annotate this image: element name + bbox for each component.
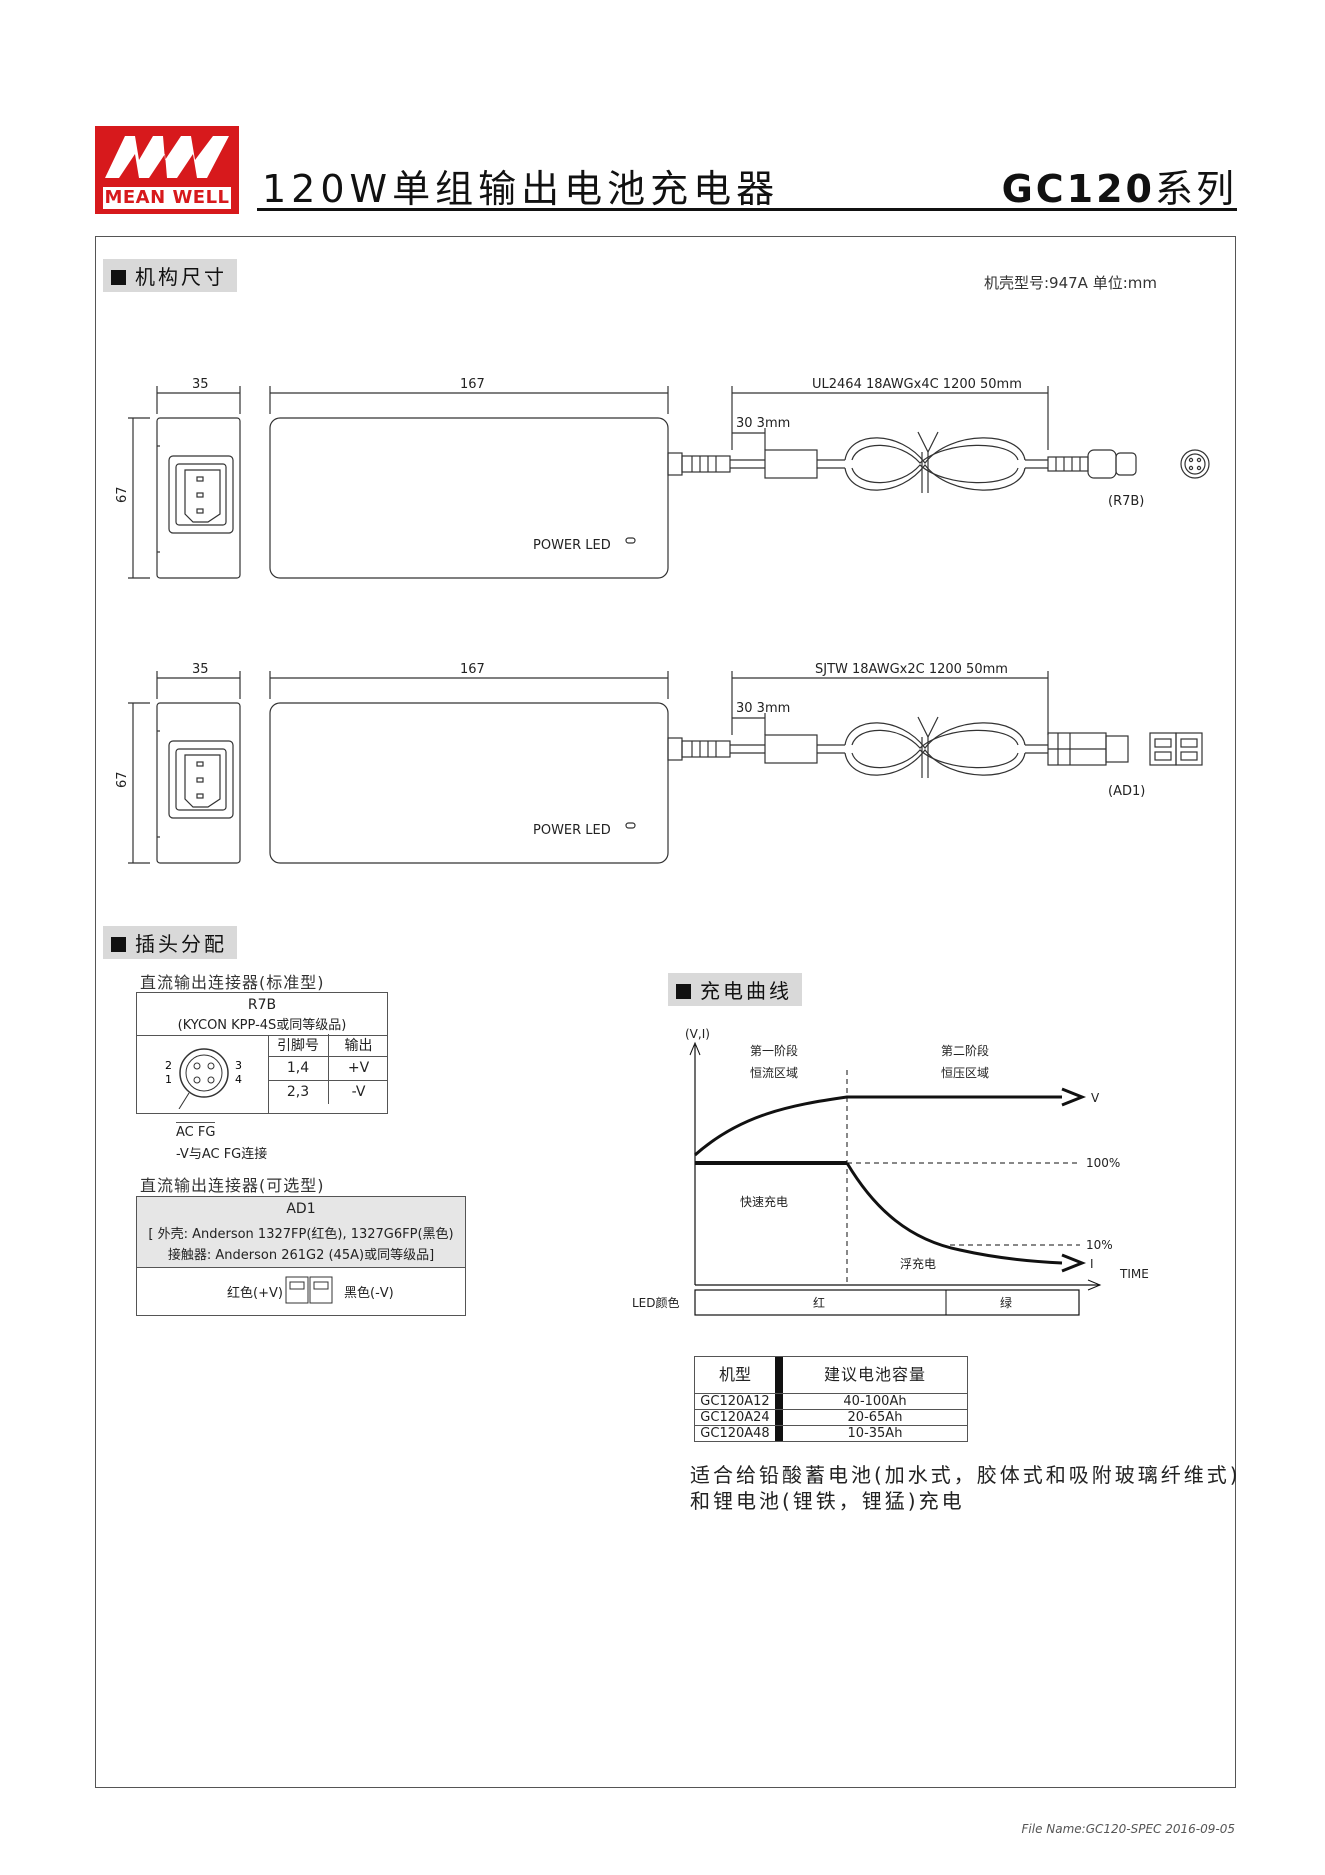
content-frame — [95, 236, 1236, 1788]
ad1-line-2: 接触器: Anderson 261G2 (45A)或同等级品] — [167, 1248, 435, 1263]
curve-v-label: V — [1091, 1091, 1100, 1105]
series-suffix: 系列 — [1154, 167, 1237, 211]
opt-connector-title: 直流输出连接器(可选型) — [140, 1176, 325, 1195]
pin-number-1: 1 — [165, 1073, 172, 1086]
r7b-table: R7B (KYCON KPP-4S或同等级品) 2 1 3 4 — [136, 992, 388, 1114]
ad1-connector-icon — [285, 1276, 333, 1304]
led-green-label: 绿 — [1000, 1295, 1012, 1310]
col-capacity-header: 建议电池容量 — [823, 1365, 926, 1384]
mean-well-logo: MEAN WELL — [95, 126, 239, 214]
ad1-name: AD1 — [286, 1201, 316, 1217]
mechanical-drawing: 35 167 UL2464 18AWGx4C 1200 50mm 30 3mm … — [115, 377, 1210, 864]
pin-row-1-out: +V — [328, 1055, 388, 1081]
strip-spec-2: 30 3mm — [736, 701, 790, 716]
capacity-table: 机型 建议电池容量 GC120A12 40-100Ah GC120A24 20-… — [694, 1356, 968, 1442]
pin-row-2-pin: 2,3 — [268, 1079, 329, 1104]
float-charge-label: 浮充电 — [900, 1256, 936, 1271]
curve-100pct-label: 100% — [1086, 1156, 1120, 1170]
fast-charge-label: 快速充电 — [740, 1194, 788, 1209]
stage2-sub-label: 恒压区域 — [941, 1066, 989, 1080]
ad1-black-label: 黑色(-V) — [344, 1286, 394, 1301]
curve-10pct-label: 10% — [1086, 1238, 1113, 1252]
pin-output-table: 引脚号 输出 1,4 +V 2,3 -V — [268, 1034, 388, 1104]
ad1-red-label: 红色(+V) — [227, 1286, 283, 1301]
logo-wordmark: MEAN WELL — [103, 187, 231, 209]
r7b-pin-diagram: 2 1 3 4 — [165, 1048, 242, 1109]
capacity-row-2-cap: 20-65Ah — [847, 1410, 903, 1425]
stage1-sub-label: 恒流区域 — [750, 1066, 798, 1080]
curve-section-title: 充电曲线 — [668, 973, 802, 1006]
case-info: 机壳型号:947A 单位:mm — [984, 274, 1157, 292]
pin-row-1-pin: 1,4 — [268, 1055, 329, 1081]
stage1-label: 第一阶段 — [750, 1043, 798, 1058]
pin-row-2-out: -V — [328, 1079, 388, 1104]
pin-section-title: 插头分配 — [103, 926, 237, 959]
dim-length-2: 167 — [460, 662, 485, 677]
curve-x-axis-label: TIME — [1119, 1267, 1149, 1281]
mw-logo-icon — [105, 136, 229, 178]
col-output-header: 输出 — [328, 1034, 388, 1057]
acfg-note: -V与AC FG连接 — [176, 1147, 268, 1162]
pin-number-3: 3 — [235, 1059, 242, 1072]
power-led-label-2: POWER LED — [533, 823, 611, 838]
led-red-label: 红 — [813, 1295, 825, 1310]
r7b-desc: (KYCON KPP-4S或同等级品) — [177, 1018, 347, 1033]
ad1-table: AD1 [ 外壳: Anderson 1327FP(红色), 1327G6FP(… — [136, 1196, 466, 1316]
header-rule — [257, 208, 1237, 211]
curve-i-label: I — [1090, 1257, 1094, 1271]
dim-width-1: 35 — [192, 377, 209, 392]
page-title: 120W单组输出电池充电器 — [262, 167, 780, 211]
capacity-row-2-model: GC120A24 — [700, 1410, 770, 1425]
strip-spec-1: 30 3mm — [736, 416, 790, 431]
battery-note-line-1: 适合给铅酸蓄电池(加水式，胶体式和吸附玻璃纤维式) — [690, 1463, 1241, 1487]
std-connector-title: 直流输出连接器(标准型) — [140, 973, 325, 992]
plug-label-r7b: (R7B) — [1108, 494, 1144, 509]
cable-spec-ad1: SJTW 18AWGx2C 1200 50mm — [815, 662, 1008, 677]
charging-curve-diagram: (V,I) 第一阶段 恒流区域 第二阶段 恒压区域 V 100% 10% I 快… — [632, 1027, 1149, 1316]
capacity-row-3-cap: 10-35Ah — [847, 1426, 903, 1441]
pin-number-2: 2 — [165, 1059, 172, 1072]
series-model: GC120 — [1001, 167, 1155, 211]
dim-height-2: 67 — [115, 771, 130, 788]
series-title: GC120系列 — [1002, 158, 1237, 213]
power-led-label-1: POWER LED — [533, 538, 611, 553]
curve-y-axis-label: (V,I) — [685, 1027, 710, 1041]
led-color-label: LED颜色 — [632, 1295, 680, 1310]
file-name-footer: File Name:GC120-SPEC 2016-09-05 — [1021, 1822, 1236, 1836]
ad1-line-1: [ 外壳: Anderson 1327FP(红色), 1327G6FP(黑色) — [148, 1227, 454, 1242]
acfg-label: AC FG — [176, 1122, 216, 1140]
dim-height-1: 67 — [115, 486, 130, 503]
r7b-name: R7B — [247, 997, 277, 1013]
mech-section-title: 机构尺寸 — [103, 259, 237, 292]
cable-spec-r7b: UL2464 18AWGx4C 1200 50mm — [812, 377, 1022, 392]
col-model-header: 机型 — [718, 1365, 751, 1384]
capacity-row-1-cap: 40-100Ah — [843, 1394, 907, 1409]
capacity-row-1-model: GC120A12 — [700, 1394, 770, 1409]
dim-length-1: 167 — [460, 377, 485, 392]
battery-note-line-2: 和锂电池(锂铁，锂猛)充电 — [690, 1489, 965, 1513]
capacity-row-3-model: GC120A48 — [700, 1426, 770, 1441]
pin-number-4: 4 — [235, 1073, 242, 1086]
col-pin-header: 引脚号 — [268, 1034, 329, 1057]
battery-note: 适合给铅酸蓄电池(加水式，胶体式和吸附玻璃纤维式) 和锂电池(锂铁，锂猛)充电 — [690, 1462, 1241, 1514]
dim-width-2: 35 — [192, 662, 209, 677]
stage2-label: 第二阶段 — [941, 1043, 989, 1058]
plug-label-ad1: (AD1) — [1108, 784, 1145, 799]
